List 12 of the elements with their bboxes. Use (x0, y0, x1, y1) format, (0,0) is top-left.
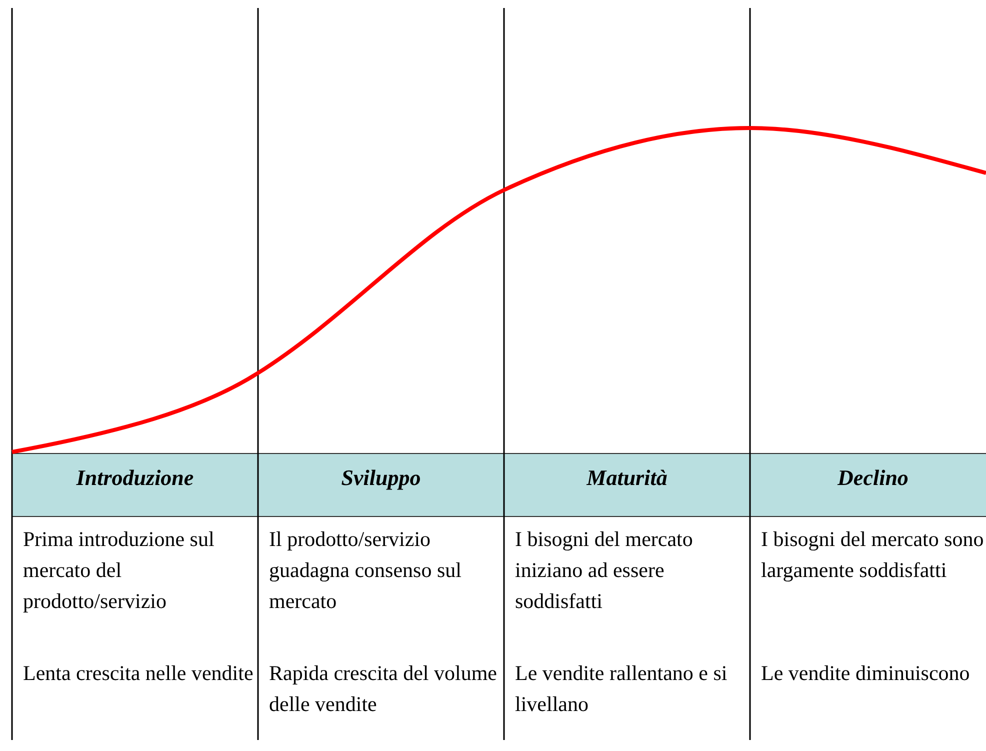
stage-heading: Introduzione (75, 464, 195, 492)
stage-heading: Maturità (585, 464, 668, 492)
stage-description: I bisogni del mercato iniziano ad essere soddisfatti (515, 526, 694, 615)
stage-description: I bisogni del mercato sono largamente soddisfatti (761, 526, 985, 584)
stage-description: Le vendite rallentano e si livellano (515, 660, 728, 718)
stage-description: Le vendite diminuiscono (761, 660, 971, 687)
stage-heading: Sviluppo (340, 464, 422, 492)
stage-heading: Declino (836, 464, 910, 492)
stage-description: Lenta crescita nelle vendite (23, 660, 254, 687)
stage-description: Il prodotto/servizio guadagna consenso sul mercato (269, 526, 462, 615)
stage-description: Rapida crescita del volume delle vendite (269, 660, 498, 718)
stage-description: Prima introduzione sul mercato del prodotto/servizio (23, 526, 216, 615)
